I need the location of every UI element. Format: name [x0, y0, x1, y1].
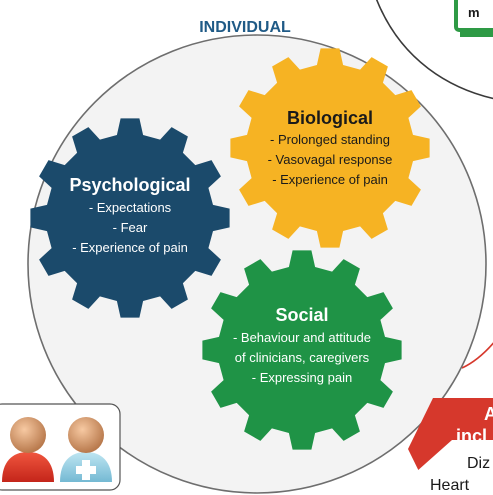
psychological-item: - Experience of pain [72, 240, 188, 255]
person-red-icon [2, 417, 54, 482]
top-box-label: m [468, 5, 480, 20]
biological-gear [230, 48, 430, 248]
psychological-item: - Expectations [89, 200, 172, 215]
right-panel-line1: A [484, 404, 493, 424]
social-title: Social [275, 305, 328, 325]
top-right-frame: m [375, 0, 493, 100]
social-gear [202, 250, 402, 450]
biological-item: - Experience of pain [272, 172, 388, 187]
psychological-text: Psychological - Expectations - Fear - Ex… [69, 175, 190, 255]
individual-header: INDIVIDUAL [199, 19, 291, 36]
biological-title: Biological [287, 108, 373, 128]
biological-item: - Vasovagal response [268, 152, 393, 167]
social-item: - Behaviour and attitude [233, 330, 371, 345]
social-item: of clinicians, caregivers [235, 350, 370, 365]
psychological-item: - Fear [113, 220, 148, 235]
social-text: Social - Behaviour and attitude of clini… [233, 305, 371, 385]
people-box [0, 403, 121, 491]
person-medical-icon [60, 417, 112, 482]
biological-item: - Prolonged standing [270, 132, 390, 147]
right-red-panel: A incl Diz Heart [408, 398, 493, 495]
psychological-gear [30, 118, 230, 318]
right-panel-line2: incl [456, 426, 487, 446]
right-panel-line4: Heart [430, 477, 470, 494]
right-red-curve [461, 342, 493, 369]
psychological-title: Psychological [69, 175, 190, 195]
right-panel-line3: Diz [467, 455, 490, 472]
biological-text: Biological - Prolonged standing - Vasova… [268, 108, 393, 187]
social-item: - Expressing pain [252, 370, 352, 385]
